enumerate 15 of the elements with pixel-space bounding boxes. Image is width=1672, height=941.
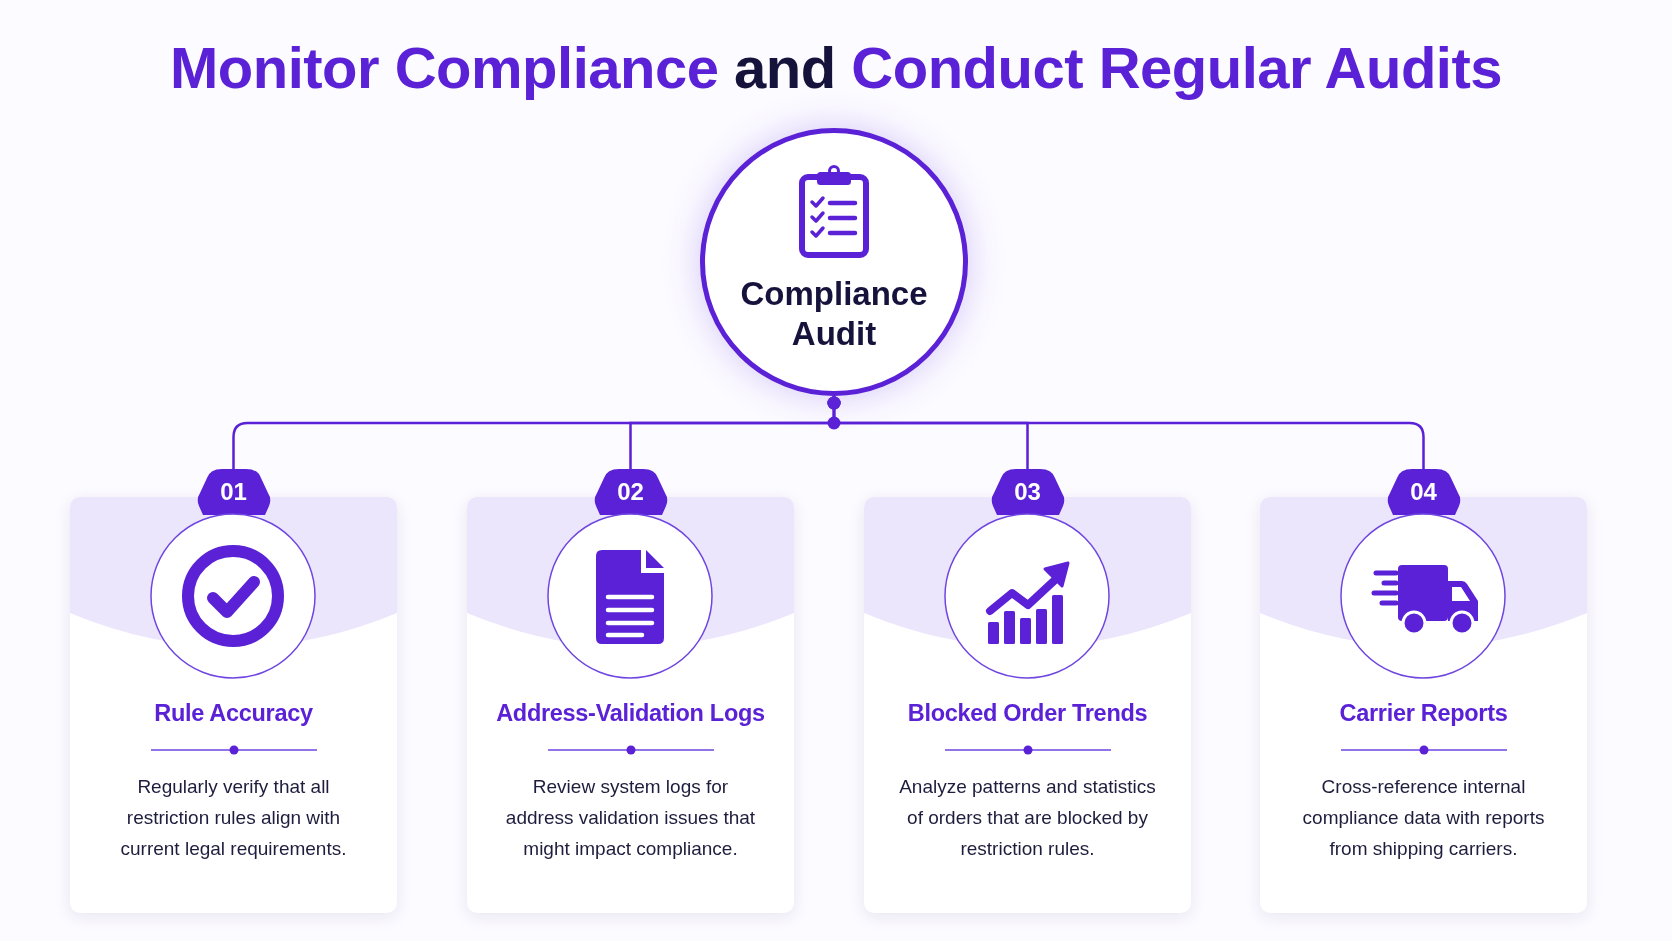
card-title: Carrier Reports bbox=[1339, 699, 1508, 728]
card-title: Blocked Order Trends bbox=[907, 699, 1148, 728]
card-description: Regularly verify that all restriction rules align with current legal requirements. bbox=[119, 775, 348, 861]
card-title: Rule Accuracy bbox=[154, 699, 313, 728]
card-description: Analyze patterns and statistics of orders that are blocked by restriction rules. bbox=[898, 775, 1157, 861]
number-tab: 04 bbox=[1385, 469, 1462, 515]
connector-line bbox=[827, 396, 1425, 469]
hub-label: Compliance Audit bbox=[739, 274, 929, 354]
card-description: Cross-reference internal compliance data with reports from shipping carriers. bbox=[1301, 775, 1546, 861]
title: Monitor Compliance and Conduct Regular Audits bbox=[170, 34, 1502, 102]
number-tab: 01 bbox=[195, 469, 272, 515]
number-tab: 02 bbox=[592, 469, 669, 515]
card-description: Review system logs for address validation issues that might impact compliance. bbox=[504, 775, 757, 861]
card-title: Address-Validation Logs bbox=[496, 699, 765, 728]
number-tab: 03 bbox=[989, 469, 1066, 515]
